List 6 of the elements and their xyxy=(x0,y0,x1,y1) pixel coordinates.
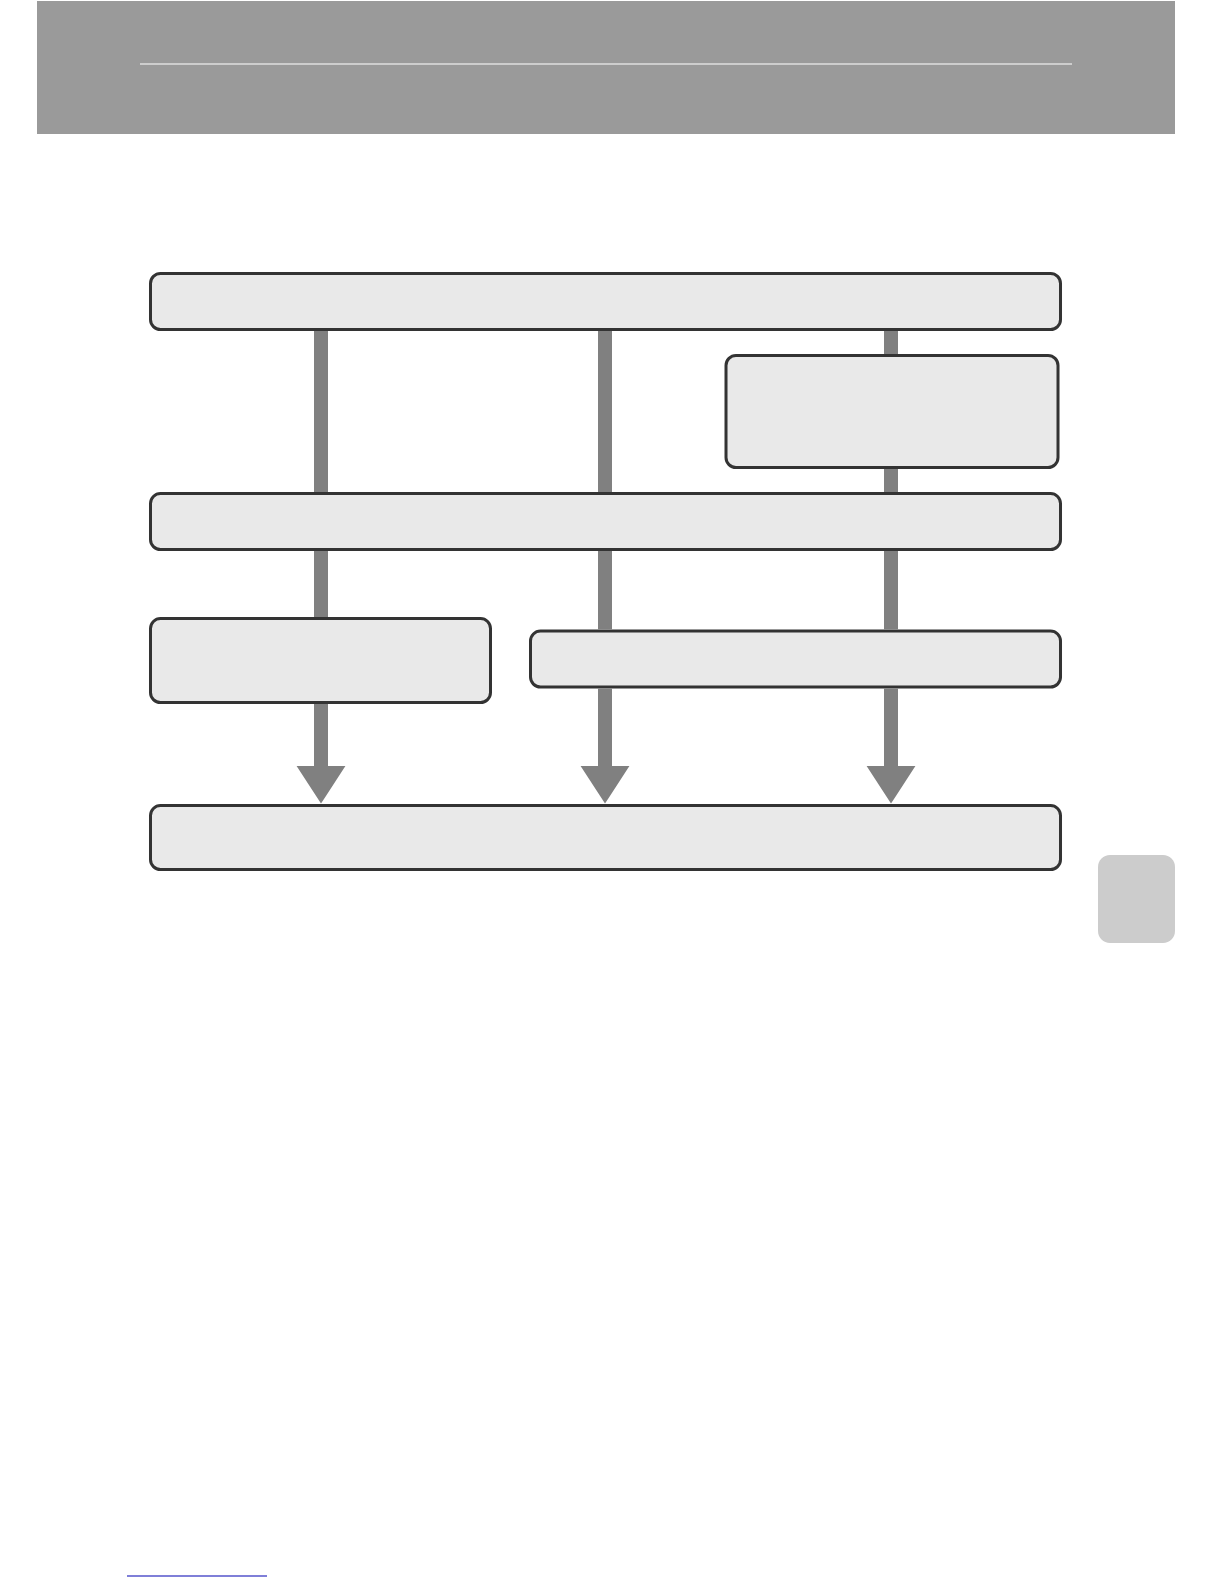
process-box xyxy=(149,617,492,704)
process-box xyxy=(529,629,1062,689)
process-box xyxy=(149,804,1062,871)
process-box xyxy=(149,492,1062,551)
process-box xyxy=(724,354,1060,469)
process-box xyxy=(149,272,1062,331)
